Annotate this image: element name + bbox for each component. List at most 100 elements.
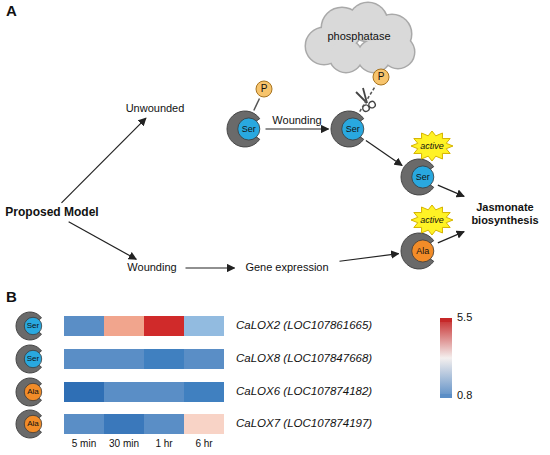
enzyme-icon: Ser	[15, 311, 45, 341]
residue-circle	[412, 166, 434, 188]
node-text: Ser	[24, 321, 42, 331]
heatmap-cell	[184, 382, 224, 402]
time-label: 5 min	[62, 438, 106, 450]
enzyme-icon: Ser	[15, 344, 45, 374]
active-star: active	[410, 130, 454, 162]
heatmap-cell	[104, 414, 144, 434]
node-text: Ser	[237, 124, 260, 135]
gene-name: CaLOX8 (LOC107847668)	[236, 352, 436, 366]
heatmap-cell	[104, 349, 144, 369]
gene-name: CaLOX2 (LOC107861665)	[236, 319, 436, 333]
gene-name: CaLOX6 (LOC107874182)	[236, 385, 436, 399]
phosphate-circle: P	[255, 80, 273, 98]
residue-circle	[412, 240, 434, 262]
cloud-fill	[330, 40, 362, 72]
outcome-label: Jasmonate biosynthesis	[462, 197, 548, 231]
cloud-outline	[358, 40, 390, 72]
node-text: Gene expression	[245, 261, 328, 274]
node-text: Wounding	[127, 261, 176, 274]
flow-arrow	[69, 222, 137, 260]
legend-value: 5.5	[457, 311, 497, 324]
flow-arrow	[266, 128, 329, 129]
node-text: Ala	[24, 419, 42, 429]
heatmap-cell	[144, 414, 184, 434]
residue-circle	[24, 350, 41, 367]
node-text: active	[420, 141, 444, 152]
star-burst	[411, 205, 453, 235]
process-label: Gene expression	[236, 260, 338, 276]
phosphate-circle-fill	[373, 69, 389, 85]
edge-label: Wounding	[257, 114, 337, 127]
node-text: Proposed Model	[5, 205, 98, 219]
flow-arrow	[339, 254, 398, 262]
gene-name: CaLOX7 (LOC107874197)	[236, 417, 436, 431]
heatmap-cell	[184, 349, 224, 369]
panel-letter: B	[6, 288, 26, 306]
residue-circle	[342, 118, 364, 140]
enzyme-icon: Ser	[226, 110, 264, 148]
star-burst	[411, 131, 453, 161]
phosphate-circle: P	[372, 68, 390, 86]
heatmap-cell	[64, 414, 104, 434]
flow-arrow	[62, 118, 146, 203]
state-label: Wounding	[120, 260, 184, 276]
phosphatase-cloud: phosphatase	[300, 2, 418, 72]
model-title: Proposed Model	[2, 204, 102, 221]
legend-swatch	[440, 318, 452, 322]
flow-arrow	[186, 267, 235, 268]
legend-swatch	[440, 394, 452, 398]
legend-value: 0.8	[457, 389, 497, 402]
node-text: P	[261, 83, 268, 95]
enzyme-icon: Ala	[15, 409, 45, 439]
enzyme-icon: Ala	[400, 232, 438, 270]
heatmap-cell	[64, 349, 104, 369]
time-label: 30 min	[102, 438, 146, 450]
enzyme-body	[401, 233, 434, 269]
residue-circle	[24, 415, 41, 432]
heatmap-cell	[184, 414, 224, 434]
heatmap-cell	[144, 382, 184, 402]
node-text: Unwounded	[126, 102, 185, 115]
enzyme-body	[401, 159, 434, 195]
node-text: Ser	[24, 354, 42, 364]
node-text: phosphatase	[328, 30, 391, 43]
cloud-fill	[358, 40, 390, 72]
heatmap-cell	[144, 316, 184, 336]
enzyme-body	[16, 345, 41, 373]
residue-circle	[24, 383, 41, 400]
enzyme-body	[16, 378, 41, 406]
enzyme-body	[16, 312, 41, 340]
heatmap-cell	[104, 316, 144, 336]
cloud-outline	[330, 40, 362, 72]
enzyme-icon: Ala	[15, 377, 45, 407]
heatmap-cell	[144, 349, 184, 369]
node-text: Ala	[24, 387, 42, 397]
bond-line	[360, 86, 376, 112]
active-star: active	[410, 204, 454, 236]
node-text: Ser	[341, 124, 364, 135]
panel-letter: A	[6, 2, 26, 20]
residue-circle	[24, 317, 41, 334]
heatmap	[64, 316, 224, 434]
bond-line	[254, 98, 260, 110]
phosphate-circle-fill	[256, 81, 272, 97]
enzyme-icon: Ser	[400, 158, 438, 196]
time-label: 6 hr	[182, 438, 226, 450]
residue-circle	[238, 118, 260, 140]
node-text: active	[420, 215, 444, 226]
enzyme-body	[227, 111, 260, 147]
flow-arrow	[366, 141, 402, 166]
time-label: 1 hr	[142, 438, 186, 450]
flow-arrow	[438, 185, 464, 196]
node-text: P	[378, 71, 385, 83]
heatmap-cell	[64, 316, 104, 336]
node-text: Jasmonate biosynthesis	[462, 201, 548, 227]
state-label: Unwounded	[118, 101, 192, 117]
heatmap-cell	[104, 382, 144, 402]
heatmap-cell	[184, 316, 224, 336]
enzyme-icon: Ser	[330, 110, 368, 148]
node-text: Ser	[411, 172, 434, 183]
enzyme-body	[16, 410, 41, 438]
scissors-symbol	[354, 87, 377, 113]
